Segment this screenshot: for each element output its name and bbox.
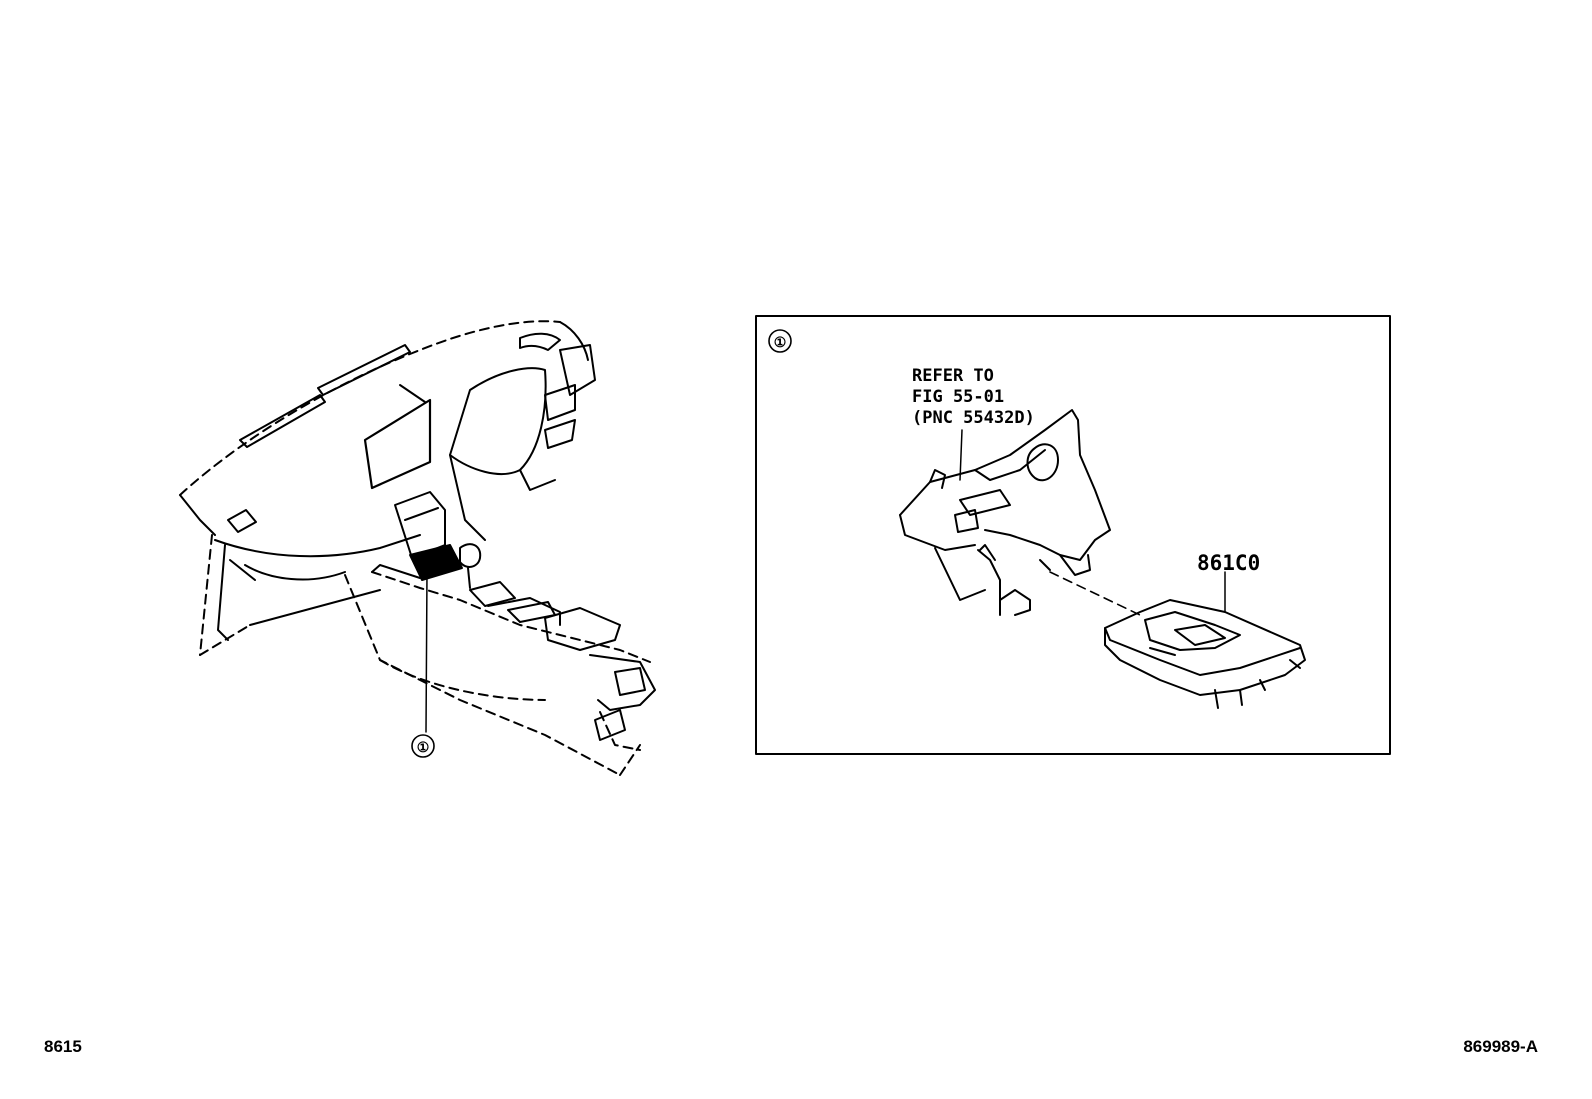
illustration-id: 869989-A [1463,1037,1538,1056]
reinforcement-part [899,409,1111,616]
overview-callout-label: ① [417,740,430,756]
detail-frame [755,315,1391,755]
overview-callout-circle [411,734,435,758]
part-number-label: 861C0 [1197,551,1260,575]
refer-line-3: (PNC 55432D) [912,408,1035,428]
figure-code: 8615 [44,1037,82,1056]
refer-line-2: FIG 55-01 [912,387,1004,407]
detail-callout-label: ① [774,335,787,351]
connection-dashed-line [1049,571,1141,616]
detail-callout-circle [768,329,792,353]
refer-line-1: REFER TO [912,366,994,386]
dashboard-overview [179,320,656,776]
tray-part [1104,571,1306,709]
